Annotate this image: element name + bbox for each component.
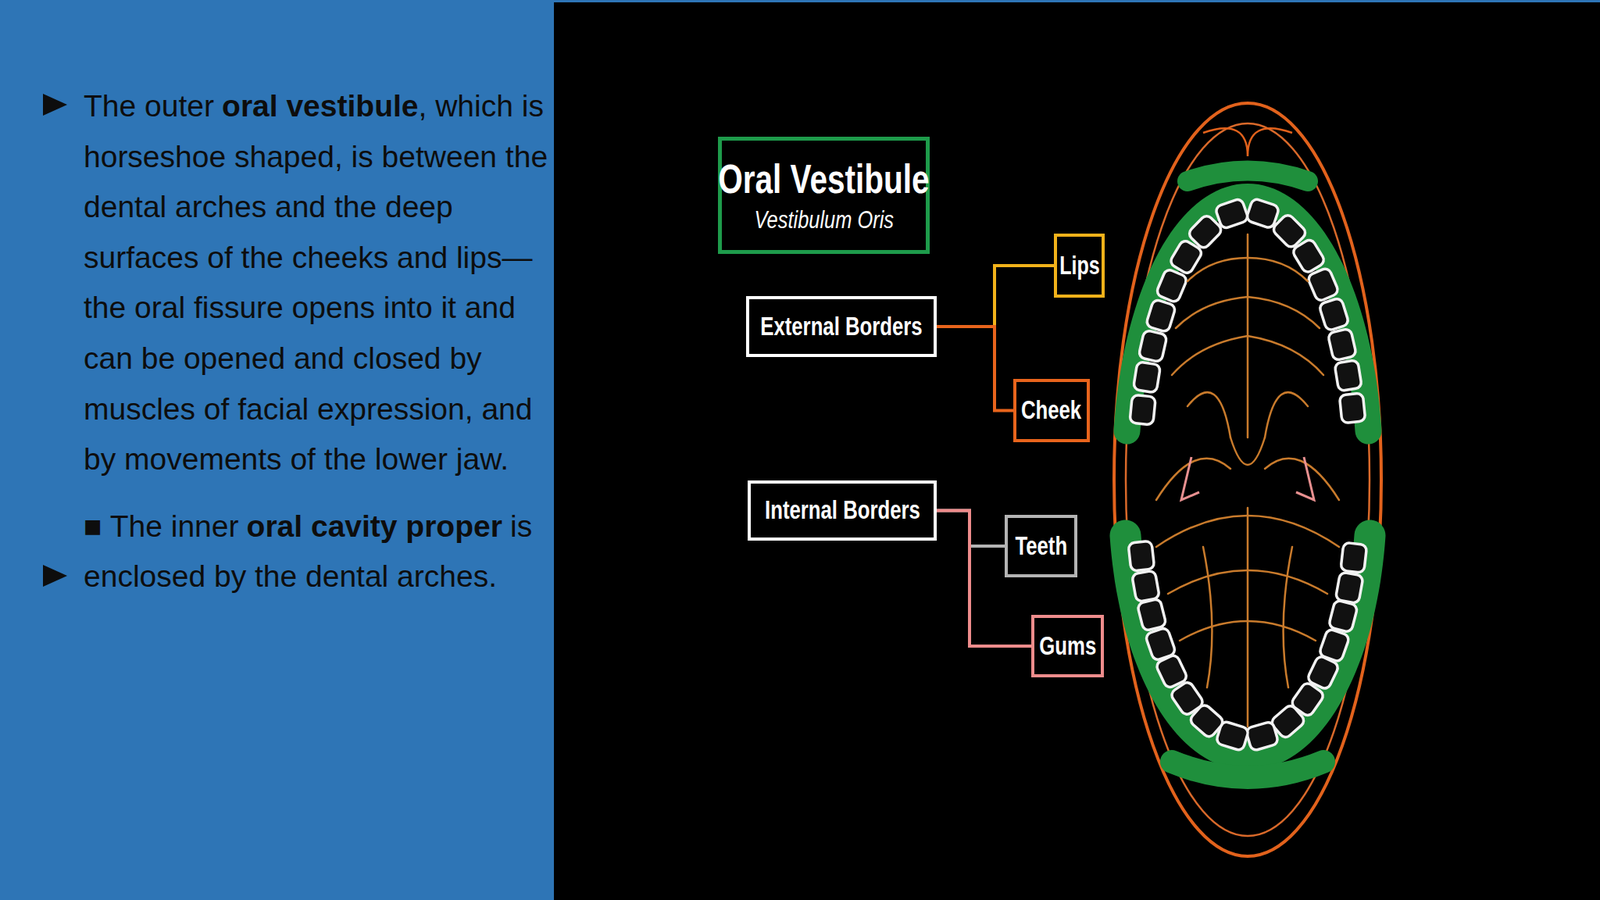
connector-line [936,510,1032,647]
tooth [1129,394,1156,425]
palate-tongue-line [1283,546,1293,688]
tooth [1327,328,1357,361]
bullet-text: , which is horseshoe shaped, is between … [83,89,548,476]
tooth [1328,600,1358,633]
tonsil-mark [1181,457,1200,500]
tooth [1245,197,1280,229]
bullet-list: The outeroral vestibule, which is horses… [83,81,553,619]
palate-tongue-line [1171,335,1248,375]
palate-tongue-line [1246,507,1250,727]
lower-gum-front [1171,761,1324,778]
title-box: Oral VestibuleVestibulum Oris [717,136,930,254]
top-rule [553,0,1600,3]
label-box: Cheek [1013,378,1090,443]
tooth [1128,540,1155,572]
tooth [1155,267,1189,304]
tooth [1335,571,1364,604]
box-label: External Borders [760,312,922,341]
tooth [1132,570,1161,603]
label-box: External Borders [746,296,937,358]
label-box: Lips [1053,233,1105,298]
bullet-paragraph: ■ The inneroral cavity properis enclosed… [83,501,553,603]
palate-tongue-line [1247,335,1324,375]
tooth [1168,239,1204,275]
palate-tongue-line [1230,437,1265,465]
bullet-text: The outer [83,89,215,123]
bullet-paragraph: The outeroral vestibule, which is horses… [83,81,553,486]
box-label: Cheek [1021,396,1082,425]
connector-line [936,326,1014,411]
palate-tongue-line [1247,296,1320,329]
bullet-text: ■ The inner [83,509,239,543]
connector-line [936,265,1054,327]
label-box: Internal Borders [747,480,937,541]
lip-notch [1203,128,1293,157]
outer-lip [1114,103,1382,857]
tooth [1144,626,1176,661]
bullet-text: oral vestibule [221,89,418,123]
box-label: Teeth [1014,532,1068,561]
tooth [1307,267,1340,303]
tooth [1145,299,1176,333]
palate-tongue-line [1203,546,1212,688]
tooth [1340,542,1368,573]
box-label: Lips [1059,251,1100,280]
box-label: Gums [1039,632,1097,661]
tooth [1318,297,1350,332]
tooth [1136,598,1167,632]
upper-gum-front [1187,171,1308,183]
tooth [1334,360,1362,392]
tooth [1339,392,1365,424]
tonsil-mark [1296,457,1315,500]
box-sublabel: Vestibulum Oris [753,207,893,234]
tooth [1132,361,1161,393]
palate-tongue-line [1187,257,1248,282]
tooth [1245,721,1279,752]
bullet-text: oral cavity proper [246,509,503,543]
box-label: Internal Borders [764,496,921,525]
box-label: Oral Vestibule [717,157,930,202]
label-box: Gums [1031,614,1104,678]
bullet-triangle [42,93,68,116]
palate-tongue-line [1247,257,1308,282]
bullet-triangle [42,564,68,587]
palate-tongue-line [1264,392,1308,438]
inner-lip [1125,123,1370,836]
palate-tongue-line [1187,392,1231,438]
label-box: Teeth [1004,514,1078,578]
tooth [1138,329,1168,363]
palate-tongue-line [1175,296,1248,329]
